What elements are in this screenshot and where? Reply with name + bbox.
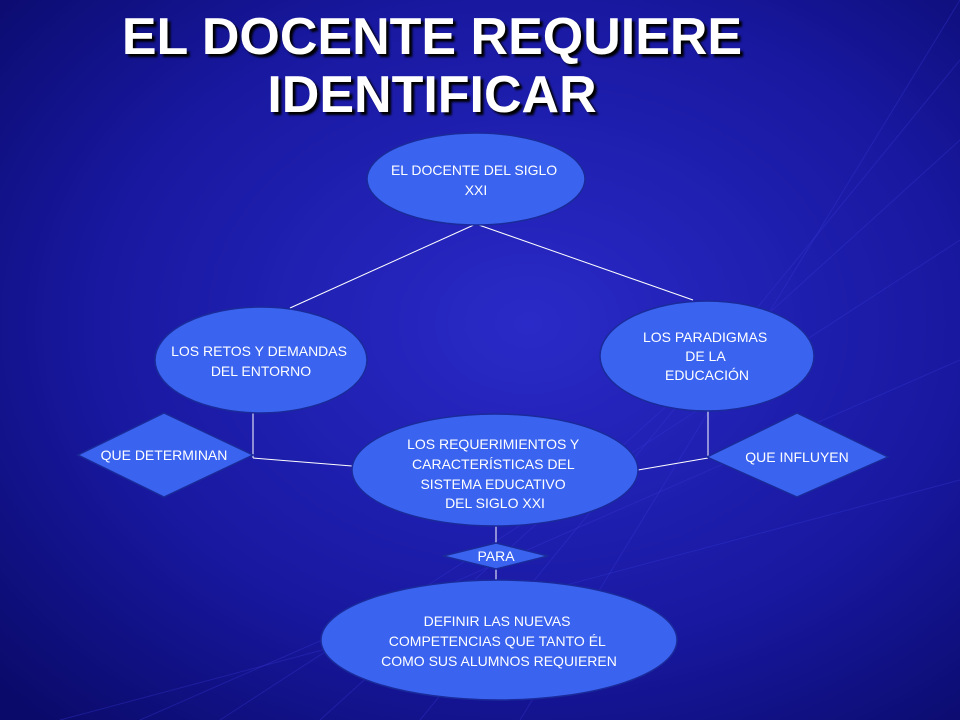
title-line-1: EL DOCENTE REQUIERE: [121, 8, 743, 66]
line-determinan-requerimientos: [252, 457, 353, 467]
node-retos-demandas: LOS RETOS Y DEMANDAS DEL ENTORNO: [154, 306, 368, 414]
node-retos-text: LOS RETOS Y DEMANDAS DEL ENTORNO: [171, 343, 351, 379]
node-definir-competencias: DEFINIR LAS NUEVAS COMPETENCIAS QUE TANT…: [320, 579, 678, 701]
node-requerimientos-text: LOS REQUERIMIENTOS Y CARACTERÍSTICAS DEL…: [407, 436, 583, 511]
title-line-2: IDENTIFICAR: [267, 66, 597, 124]
line-docente-paradigmas: [475, 223, 694, 301]
node-paradigmas-educacion: LOS PARADIGMAS DE LA EDUCACIÓN: [599, 300, 815, 412]
node-competencias-text: DEFINIR LAS NUEVAS COMPETENCIAS QUE TANT…: [381, 613, 617, 669]
connector-para: PARA: [442, 542, 549, 570]
line-influyen-requerimientos: [637, 457, 709, 471]
connector-que-determinan-label: QUE DETERMINAN: [101, 447, 228, 463]
node-paradigmas-text: LOS PARADIGMAS DE LA EDUCACIÓN: [643, 329, 771, 383]
node-docente-siglo-xxi: EL DOCENTE DEL SIGLO XXI: [366, 132, 586, 226]
connector-que-influyen-label: QUE INFLUYEN: [745, 449, 848, 465]
slide-title: EL DOCENTE REQUIERE IDENTIFICAR: [0, 8, 864, 124]
connector-lines: [252, 223, 709, 580]
connector-que-influyen: QUE INFLUYEN: [705, 412, 890, 498]
connector-que-determinan: QUE DETERMINAN: [76, 412, 255, 498]
connector-para-label: PARA: [477, 548, 515, 564]
node-requerimientos-sistema: LOS REQUERIMIENTOS Y CARACTERÍSTICAS DEL…: [351, 413, 639, 527]
node-docente-text: EL DOCENTE DEL SIGLO XXI: [391, 162, 561, 198]
line-docente-retos: [289, 223, 477, 309]
